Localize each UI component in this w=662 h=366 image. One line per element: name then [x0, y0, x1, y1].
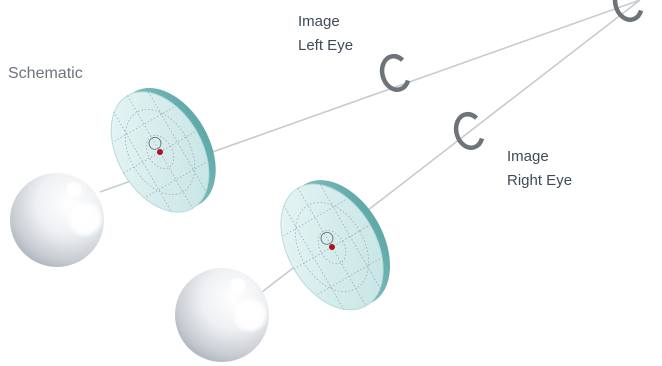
- right-lens-optical-center: [329, 244, 335, 250]
- right-eyeball-icon: [175, 268, 269, 362]
- left-eye-label-line2: Left Eye: [298, 37, 354, 54]
- left-eyeball-icon: [10, 173, 104, 267]
- right-lens-fitting-circle: [320, 231, 334, 245]
- left-image-ring-icon: [379, 54, 411, 92]
- right-eye-label-line1: Image: [507, 148, 549, 165]
- left-eye-label-line1: Image: [298, 13, 340, 30]
- right-eye-image-label: Image Right Eye: [507, 145, 572, 193]
- left-lens: [110, 87, 216, 213]
- left-eye-image-label: Image Left Eye: [298, 10, 353, 58]
- distant-ring-icon: [612, 0, 644, 22]
- left-lens-optical-center: [157, 149, 163, 155]
- right-image-ring-icon: [453, 112, 485, 150]
- diagram-title: Schematic: [8, 65, 83, 82]
- right-eye-label-line2: Right Eye: [507, 172, 573, 189]
- right-lens: [280, 180, 390, 311]
- left-lens-fitting-circle: [148, 136, 162, 150]
